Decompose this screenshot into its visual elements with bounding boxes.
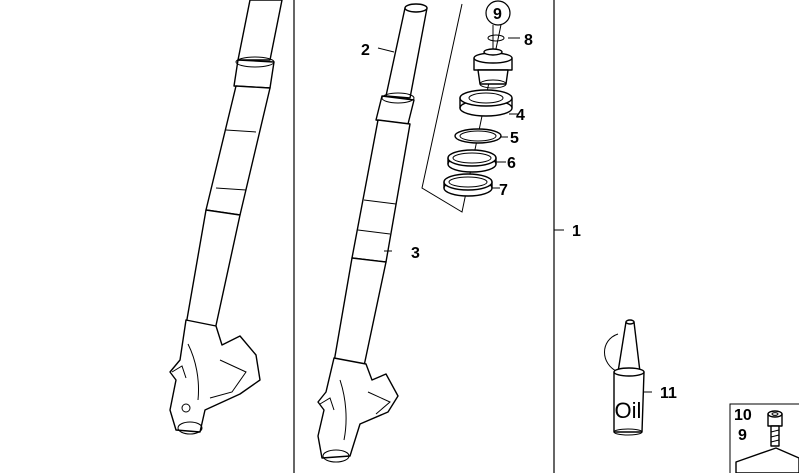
fork-cap-9 <box>473 25 513 89</box>
callouts: 1 2 3 4 5 6 7 8 9 11 10 9 <box>361 6 752 444</box>
o-ring-8 <box>487 34 505 42</box>
callout-2: 2 <box>361 42 370 59</box>
lower-fork-tube <box>351 119 411 263</box>
callout-11: 11 <box>660 385 677 402</box>
leader-lines <box>377 37 652 393</box>
oil-seal-4 <box>459 89 513 117</box>
callout-1: 1 <box>572 223 581 240</box>
callout-8: 8 <box>524 32 533 49</box>
bushing-6 <box>447 149 497 173</box>
assembly-bracket-1 <box>293 0 564 473</box>
upper-fork-tube <box>385 7 428 99</box>
fork-assembly-left <box>169 0 283 435</box>
ring-5 <box>454 128 502 144</box>
callout-4: 4 <box>516 107 525 124</box>
fork-assembly-middle <box>317 3 428 463</box>
oil-label: Oil <box>615 398 642 423</box>
callout-3: 3 <box>411 245 420 262</box>
callout-5: 5 <box>510 130 519 147</box>
bushing-7 <box>443 173 493 197</box>
callout-7: 7 <box>499 182 508 199</box>
callout-6: 6 <box>507 155 516 172</box>
screw-inset <box>729 403 799 473</box>
callout-10: 10 <box>734 407 752 424</box>
oil-bottle-11: Oil <box>604 319 645 436</box>
callout-9-inset: 9 <box>738 427 747 444</box>
callout-9: 9 <box>493 6 502 23</box>
callout-9-circle <box>485 0 511 26</box>
